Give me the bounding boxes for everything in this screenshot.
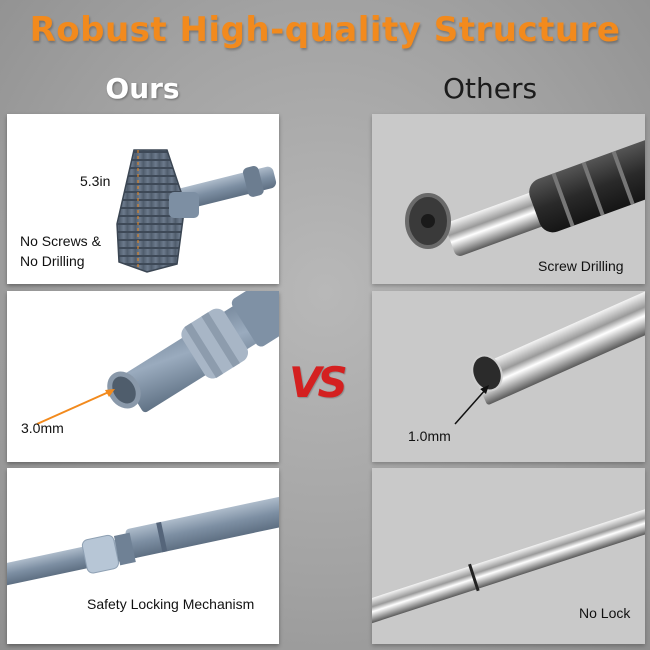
no-screws-label: No Screws & (20, 233, 101, 249)
vs-text: VS (289, 358, 348, 407)
ours-panel-locking: Safety Locking Mechanism (7, 468, 279, 644)
screw-bar-image (405, 139, 645, 256)
no-lock-label: No Lock (579, 605, 631, 621)
thin-tube-image (454, 291, 645, 425)
ours-thickness-label: 3.0mm (21, 420, 64, 436)
others-heading: Others (442, 72, 538, 105)
ours-heading: Ours (105, 72, 180, 105)
no-lock-bar-image (372, 501, 645, 628)
no-drilling-label: No Drilling (20, 253, 85, 269)
ours-panel-foot-pad: 5.3in No Screws & No Drilling (7, 114, 279, 284)
page-title: Robust High-quality Structure (29, 10, 621, 50)
screw-drilling-label: Screw Drilling (538, 258, 624, 274)
locking-label: Safety Locking Mechanism (87, 596, 255, 612)
foot-pad-bar-image (116, 149, 277, 273)
locking-bar-image (7, 492, 279, 588)
pad-size-label: 5.3in (80, 173, 111, 189)
ours-panel-tube-thickness: 3.0mm (7, 291, 279, 462)
others-panel-no-lock: No Lock (372, 468, 645, 644)
thick-tube-image (36, 291, 279, 425)
others-panel-tube-thickness: 1.0mm (372, 291, 645, 462)
others-thickness-label: 1.0mm (408, 428, 451, 444)
others-panel-screw: Screw Drilling (372, 114, 645, 284)
